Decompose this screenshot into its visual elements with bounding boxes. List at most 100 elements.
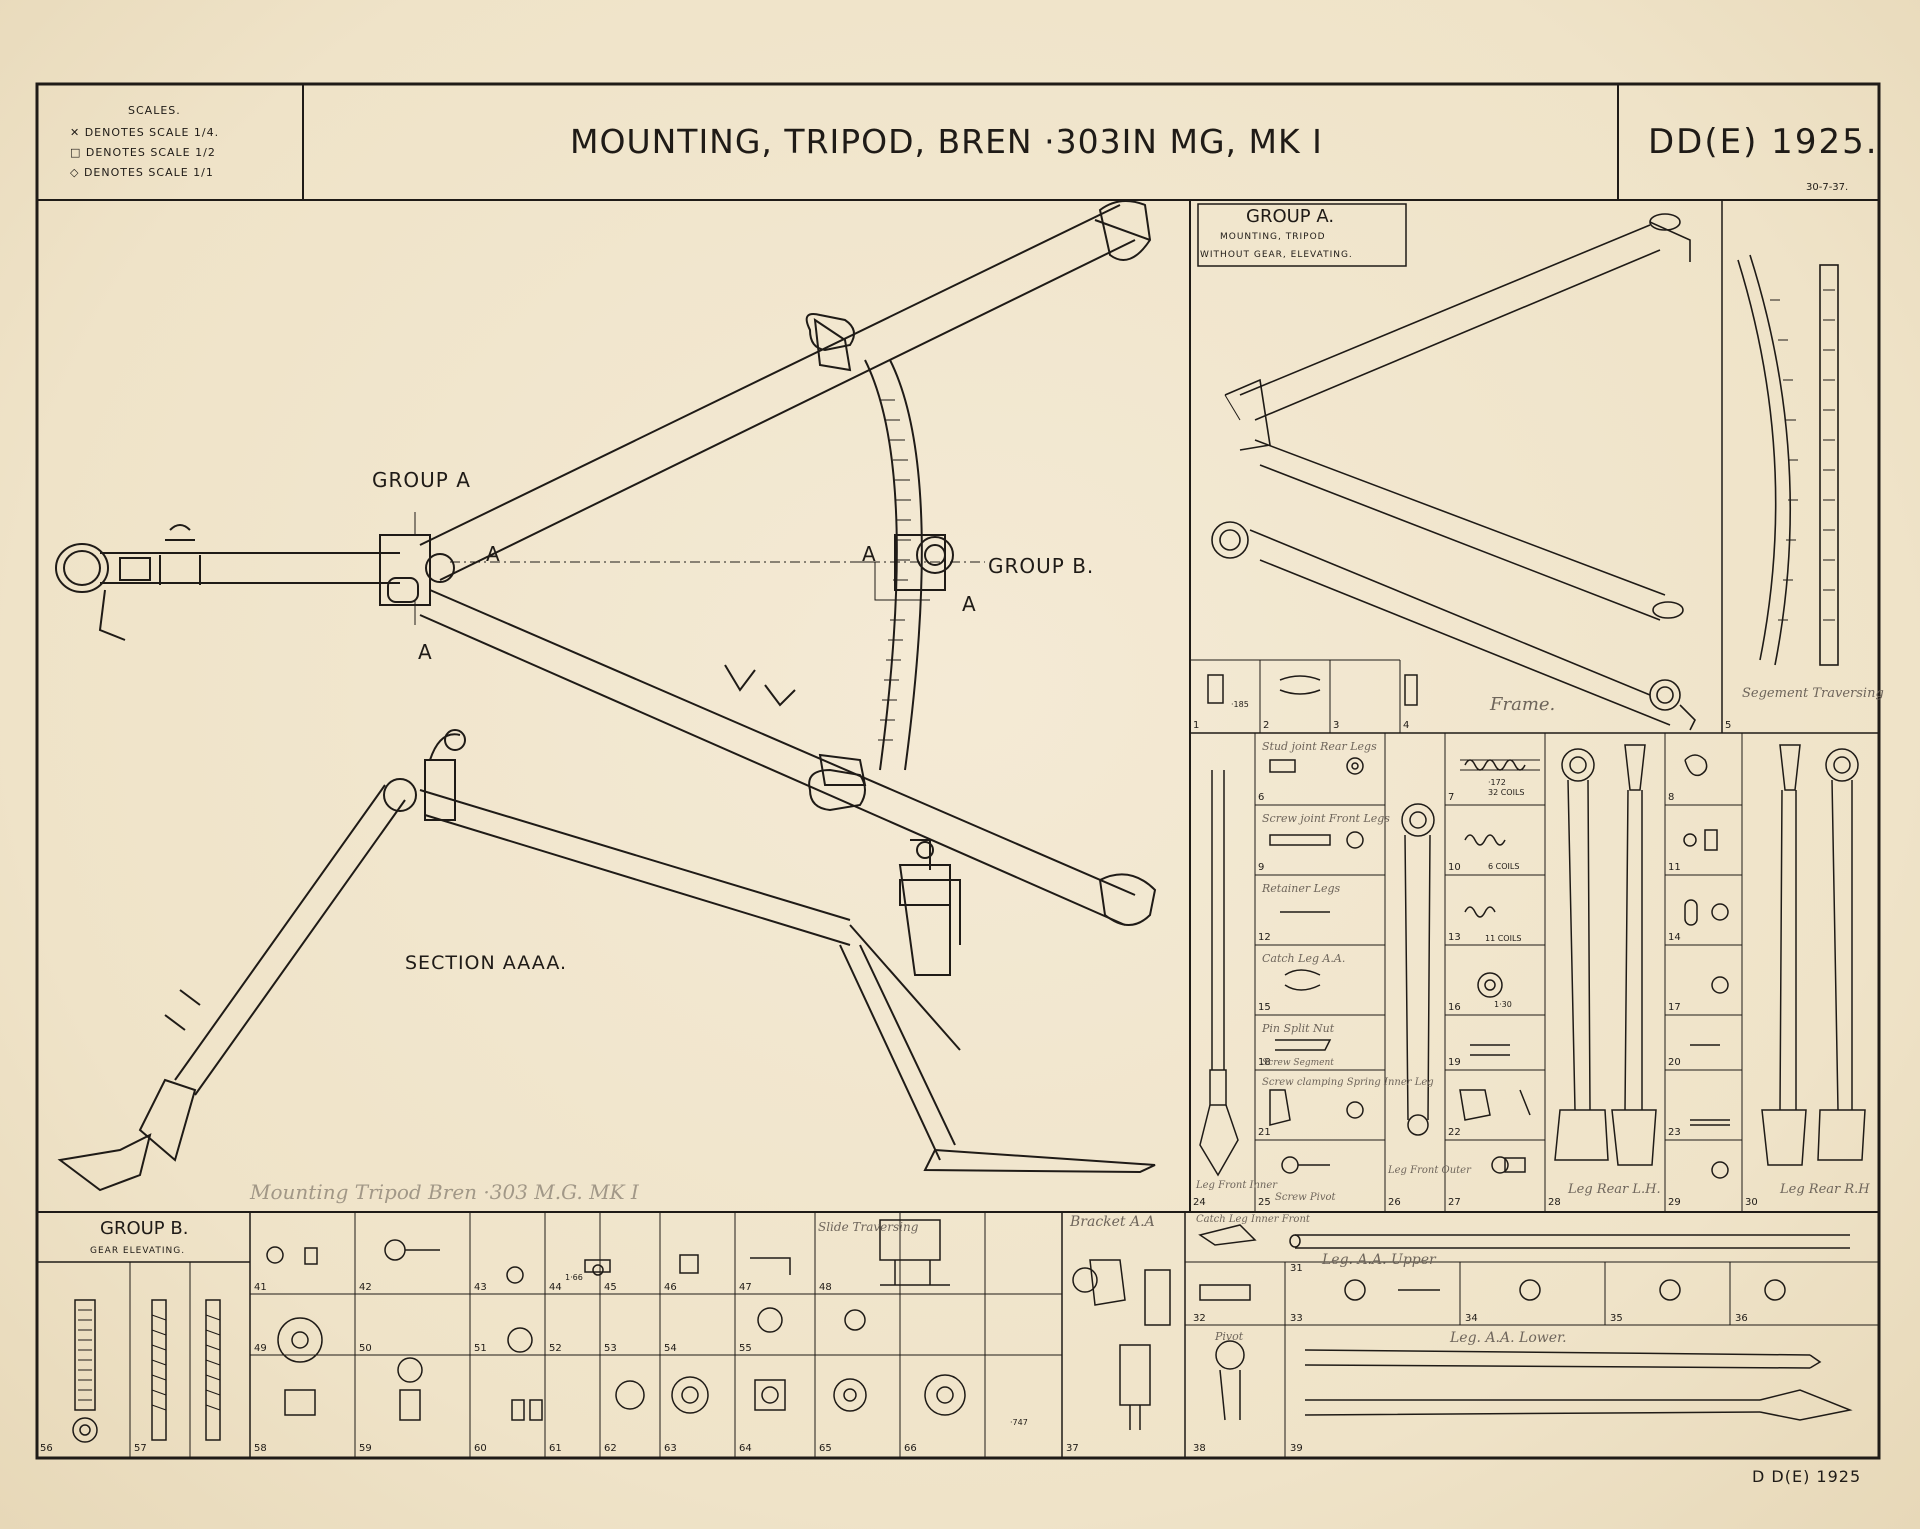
group-a-box-title: GROUP A. xyxy=(1246,206,1335,227)
handwritten-note: Leg Front Inner xyxy=(1196,1180,1278,1191)
part-number: 4 xyxy=(1403,720,1410,731)
part-number: 15 xyxy=(1258,1002,1271,1013)
part-number: 23 xyxy=(1668,1127,1681,1138)
part-number: 49 xyxy=(254,1343,267,1354)
part-number: 36 xyxy=(1735,1313,1748,1324)
group-b-label: GROUP B. xyxy=(988,554,1095,578)
scales-heading: SCALES. xyxy=(128,104,181,117)
scale-full-note: ◇ DENOTES SCALE 1/1 xyxy=(70,166,214,179)
part-number: 9 xyxy=(1258,862,1265,873)
scale-half-note: □ DENOTES SCALE 1/2 xyxy=(70,146,216,159)
handwritten-note: Catch Leg A.A. xyxy=(1262,952,1346,965)
part-number: 7 xyxy=(1448,792,1455,803)
handwritten-note: Screw joint Front Legs xyxy=(1262,812,1390,825)
part-number: 18 xyxy=(1258,1057,1271,1068)
section-mark-a: A xyxy=(418,640,433,664)
handwritten-note: Pin Split Nut xyxy=(1262,1022,1335,1035)
drawing-title: MOUNTING, TRIPOD, BREN ·303IN MG, MK I xyxy=(570,122,1323,161)
part-number: 30 xyxy=(1745,1197,1758,1208)
handwritten-note: Bracket A.A xyxy=(1070,1214,1155,1230)
part-number: 24 xyxy=(1193,1197,1206,1208)
group-a-box-line2: WITHOUT GEAR, ELEVATING. xyxy=(1200,250,1353,260)
part-number: 19 xyxy=(1448,1057,1461,1068)
dimension-note: 1·30 xyxy=(1494,1000,1512,1009)
part-number: 62 xyxy=(604,1443,617,1454)
part-number: 3 xyxy=(1333,720,1340,731)
part-number: 61 xyxy=(549,1443,562,1454)
part-number: 52 xyxy=(549,1343,562,1354)
dimension-note: 32 COILS xyxy=(1488,788,1525,797)
part-number: 29 xyxy=(1668,1197,1681,1208)
handwritten-note: Pivot xyxy=(1215,1330,1244,1343)
part-number: 59 xyxy=(359,1443,372,1454)
handwritten-note: Leg. A.A. Upper xyxy=(1322,1252,1436,1268)
part-number: 35 xyxy=(1610,1313,1623,1324)
part-number: 47 xyxy=(739,1282,752,1293)
part-number: 11 xyxy=(1668,862,1681,873)
part-number: 1 xyxy=(1193,720,1200,731)
handwritten-note: Mounting Tripod Bren ·303 M.G. MK I xyxy=(250,1180,639,1204)
handwritten-note: Frame. xyxy=(1490,694,1556,715)
section-mark-a: A xyxy=(486,542,501,566)
part-number: 28 xyxy=(1548,1197,1561,1208)
part-number: 43 xyxy=(474,1282,487,1293)
handwritten-note: Segement Traversing xyxy=(1742,686,1884,701)
part-number: 2 xyxy=(1263,720,1270,731)
part-number: 33 xyxy=(1290,1313,1303,1324)
part-number: 21 xyxy=(1258,1127,1271,1138)
part-number: 46 xyxy=(664,1282,677,1293)
part-number: 6 xyxy=(1258,792,1265,803)
handwritten-note: Slide Traversing xyxy=(818,1220,919,1234)
part-number: 34 xyxy=(1465,1313,1478,1324)
part-number: 50 xyxy=(359,1343,372,1354)
part-number: 64 xyxy=(739,1443,752,1454)
part-number: 39 xyxy=(1290,1443,1303,1454)
part-number: 26 xyxy=(1388,1197,1401,1208)
part-number: 5 xyxy=(1725,720,1732,731)
part-number: 16 xyxy=(1448,1002,1461,1013)
drawing-date: 30-7-37. xyxy=(1806,182,1849,193)
handwritten-note: Screw Segment xyxy=(1262,1058,1334,1068)
part-number: 14 xyxy=(1668,932,1681,943)
part-number: 56 xyxy=(40,1443,53,1454)
part-number: 60 xyxy=(474,1443,487,1454)
dimension-note: 1·66 xyxy=(565,1273,583,1282)
part-number: 32 xyxy=(1193,1313,1206,1324)
part-number: 38 xyxy=(1193,1443,1206,1454)
group-b-box-title: GROUP B. xyxy=(100,1218,189,1239)
drawing-reference: DD(E) 1925. xyxy=(1648,122,1879,162)
group-b-box-subtitle: GEAR ELEVATING. xyxy=(90,1246,186,1256)
part-number: 8 xyxy=(1668,792,1675,803)
handwritten-note: Leg Rear L.H. xyxy=(1568,1182,1661,1197)
part-number: 12 xyxy=(1258,932,1271,943)
part-number: 42 xyxy=(359,1282,372,1293)
dimension-note: 6 COILS xyxy=(1488,862,1520,871)
dimension-note: ·747 xyxy=(1010,1418,1028,1427)
part-number: 10 xyxy=(1448,862,1461,873)
part-number: 63 xyxy=(664,1443,677,1454)
group-a-box-line1: MOUNTING, TRIPOD xyxy=(1220,232,1326,242)
part-number: 48 xyxy=(819,1282,832,1293)
handwritten-note: Stud joint Rear Legs xyxy=(1262,740,1377,753)
part-number: 51 xyxy=(474,1343,487,1354)
part-number: 44 xyxy=(549,1282,562,1293)
handwritten-note: Retainer Legs xyxy=(1262,882,1341,895)
part-number: 53 xyxy=(604,1343,617,1354)
part-number: 55 xyxy=(739,1343,752,1354)
handwritten-note: Leg Rear R.H xyxy=(1780,1182,1870,1197)
part-number: 58 xyxy=(254,1443,267,1454)
handwritten-note: Screw clamping Spring Inner Leg xyxy=(1262,1077,1434,1088)
part-number: 54 xyxy=(664,1343,677,1354)
part-number: 17 xyxy=(1668,1002,1681,1013)
part-number: 22 xyxy=(1448,1127,1461,1138)
handwritten-note: Leg Front Outer xyxy=(1388,1165,1471,1176)
handwritten-note: Screw Pivot xyxy=(1275,1192,1336,1203)
section-mark-a: A xyxy=(962,592,977,616)
scale-quarter-note: ✕ DENOTES SCALE 1/4. xyxy=(70,126,220,139)
